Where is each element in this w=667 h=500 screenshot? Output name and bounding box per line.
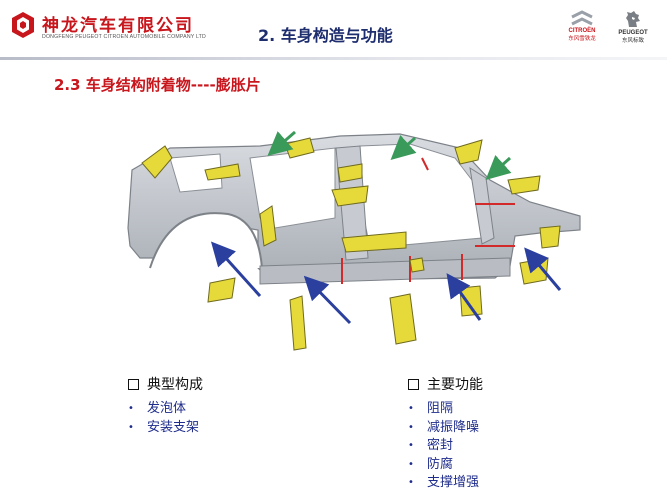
baffle-loose-2 [507,175,541,195]
section-heading: 主要功能 [408,374,483,394]
list-item: • 密封 [408,437,483,456]
list-item-label: 安装支架 [147,419,200,435]
heading-text: 主要功能 [427,377,483,393]
baffle-loose-6 [289,295,307,351]
list-item: • 安装支架 [128,419,203,438]
peugeot-lion-icon [626,11,640,27]
baffle-loose-5 [207,277,236,303]
dpca-logo-icon [12,12,34,38]
peugeot-name-en: PEUGEOT [618,30,648,36]
list-item: • 减振降噪 [408,419,483,438]
peugeot-brand: PEUGEOT 东风标致 [611,10,655,50]
citroen-name-en: CITROËN [568,28,596,34]
list-item-label: 发泡体 [147,401,187,416]
typical-composition-section: 典型构成 • 发泡体 • 安装支架 [128,374,203,437]
blue-pointer-arrows [210,241,562,325]
list-item-label: 减振降噪 [427,419,480,435]
baffle-loose-7 [389,293,417,345]
list-item-label: 阻隔 [427,401,454,416]
rear-quarter-window [169,153,223,193]
citroen-brand: CITROËN 东风雪铁龙 [560,10,604,50]
baffle-sill-front [409,257,425,273]
header-divider [0,57,667,60]
a-pillar [469,166,495,245]
baffle-roof-rear [204,163,241,181]
slide-subtitle: 2.3 车身结构附着物----膨胀片 [54,76,261,94]
section-markers [341,157,515,284]
baffle-b-pillar-mid [331,185,369,207]
slide-header: 神龙汽车有限公司 DONGFENG PEUGEOT CITROEN AUTOMO… [0,0,667,60]
list-item: • 阻隔 [408,400,483,419]
heading-text: 典型构成 [147,377,203,393]
baffle-b-pillar-top [337,163,363,183]
baffle-loose-1 [454,139,483,165]
section-title: 2. 车身构造与功能 [258,26,393,45]
bullet-dot-icon: • [408,421,414,433]
list-item-label: 防腐 [427,456,454,472]
baffle-b-pillar-low [341,231,407,253]
list-item: • 防腐 [408,456,483,475]
bullet-dot-icon: • [128,421,134,433]
company-name-en: DONGFENG PEUGEOT CITROEN AUTOMOBILE COMP… [42,34,206,40]
checkbox-bullet-icon [408,378,419,390]
checkbox-bullet-icon [128,378,139,390]
citroen-name-cn: 东风雪铁龙 [568,36,596,42]
baffle-c-pillar [141,145,173,179]
bullet-dot-icon: • [128,403,134,414]
bullet-dot-icon: • [408,477,414,488]
function-list: • 阻隔 • 减振降噪 • 密封 • 防腐 • 支撑增强 [408,400,483,493]
list-item: • 发泡体 [128,400,203,419]
list-item-label: 支撑增强 [427,475,480,490]
bullet-dot-icon: • [408,440,414,451]
composition-list: • 发泡体 • 安装支架 [128,400,203,437]
baffle-wheelarch [259,205,277,247]
section-heading: 典型构成 [128,374,203,394]
car-body-diagram [110,118,585,358]
green-pointer-arrows [267,130,512,181]
list-item-label: 密封 [427,438,454,453]
baffle-loose-8 [459,285,483,317]
list-item: • 支撑增强 [408,474,483,493]
company-logo: 神龙汽车有限公司 DONGFENG PEUGEOT CITROEN AUTOMO… [10,9,206,47]
citroen-chevrons-icon [571,10,593,26]
baffle-loose-3 [539,225,561,249]
bullet-dot-icon: • [408,403,414,414]
bullet-dot-icon: • [408,458,414,470]
peugeot-name-cn: 东风标致 [621,38,644,44]
company-name-cn: 神龙汽车有限公司 [42,16,194,36]
main-function-section: 主要功能 • 阻隔 • 减振降噪 • 密封 • 防腐 • 支撑增强 [408,374,483,493]
